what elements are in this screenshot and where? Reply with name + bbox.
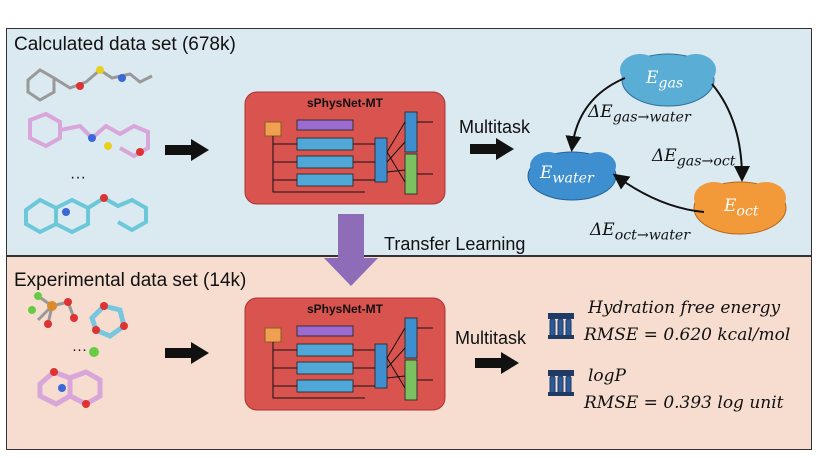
test-tube-rack-icon xyxy=(547,312,575,340)
calculated-panel-title: Calculated data set (678k) xyxy=(14,34,236,55)
molecule-structures-bottom xyxy=(28,292,128,408)
hydration-property-label: Hydration free energy xyxy=(588,298,781,318)
transfer-learning-label: Transfer Learning xyxy=(384,234,526,254)
gas-energy-cloud xyxy=(620,53,716,107)
forward-arrow-bottom xyxy=(165,342,209,364)
molecule-structures-top: ··· xyxy=(24,66,153,235)
bottom-ellipsis: ··· xyxy=(72,341,87,358)
transfer-learning-arrow xyxy=(324,214,378,286)
network-title-top: sPhysNet-MT xyxy=(306,96,383,110)
multitask-arrow-top xyxy=(470,138,514,160)
network-title-bottom: sPhysNet-MT xyxy=(306,302,383,316)
water-energy-cloud xyxy=(527,151,617,201)
multitask-label-top: Multitask xyxy=(459,117,531,137)
water-energy-label: Ewater xyxy=(540,163,594,187)
octanol-to-water-label: ΔEoct→water xyxy=(590,220,691,244)
octanol-energy-label: Eoct xyxy=(724,196,759,220)
octanol-energy-cloud xyxy=(693,181,787,235)
octanol-to-water-arrow xyxy=(612,173,705,213)
gas-energy-label: Egas xyxy=(646,68,684,92)
multitask-label-bottom: Multitask xyxy=(455,328,527,348)
experimental-panel-title: Experimental data set (14k) xyxy=(14,270,247,291)
svg-text:···: ··· xyxy=(70,169,86,186)
multitask-arrow-bottom xyxy=(475,352,519,374)
logp-property-label: logP xyxy=(588,366,626,386)
hydration-rmse-value: RMSE = 0.620 kcal/mol xyxy=(584,325,791,345)
gas-to-octanol-arrow xyxy=(711,83,750,182)
forward-arrow-top xyxy=(165,139,209,161)
gas-to-water-label: ΔEgas→water xyxy=(588,102,691,126)
test-tube-rack-icon xyxy=(547,369,575,397)
logp-rmse-value: RMSE = 0.393 log unit xyxy=(584,393,784,413)
gas-to-octanol-label: ΔEgas→oct xyxy=(652,146,736,170)
gas-to-water-arrow xyxy=(565,77,626,152)
